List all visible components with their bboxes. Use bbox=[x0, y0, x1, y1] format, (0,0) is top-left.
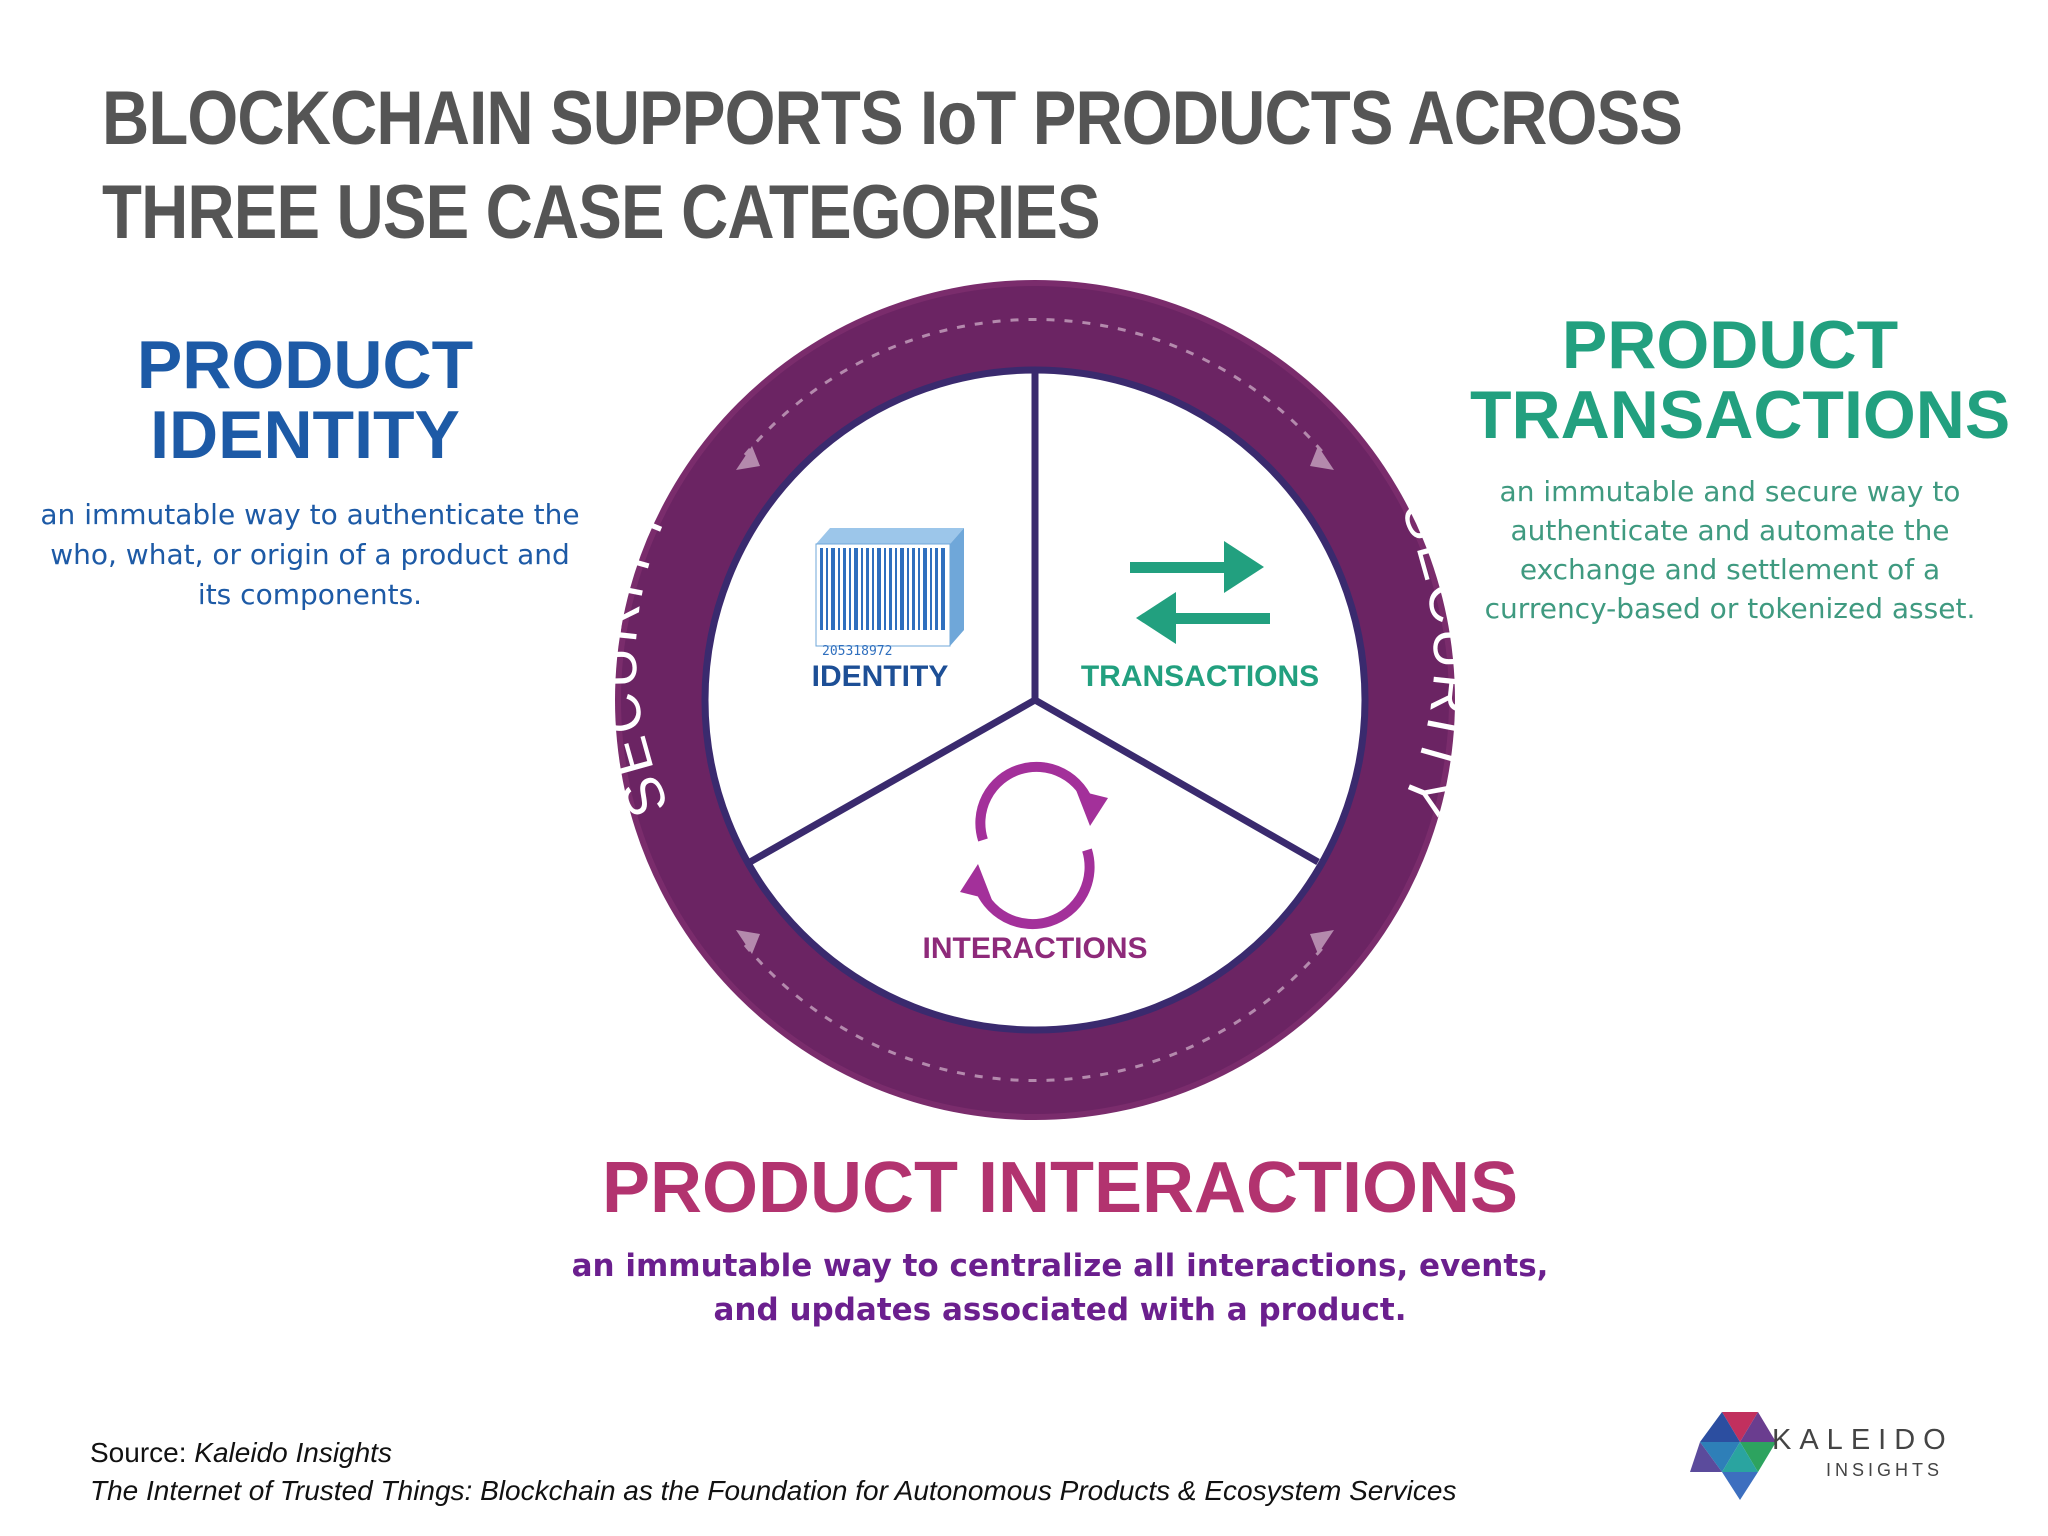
page-title: BLOCKCHAIN SUPPORTS IoT PRODUCTS ACROSS … bbox=[102, 76, 1683, 255]
source-report-title: The Internet of Trusted Things: Blockcha… bbox=[90, 1475, 1457, 1506]
cycle-arrows-icon bbox=[960, 761, 1108, 930]
segment-label-transactions: TRANSACTIONS bbox=[1081, 660, 1319, 693]
product-interactions-heading: PRODUCT INTERACTIONS bbox=[602, 1148, 1518, 1228]
product-identity-heading-line1: PRODUCT bbox=[136, 327, 474, 403]
ring-arrow-top-right bbox=[1310, 446, 1334, 470]
source-publisher: Kaleido Insights bbox=[194, 1437, 392, 1468]
product-identity-heading-line2: IDENTITY bbox=[150, 397, 460, 473]
kaleido-logo-mark bbox=[1690, 1412, 1776, 1500]
product-transactions-heading-line2: TRANSACTIONS bbox=[1470, 377, 2011, 453]
source-citation: Source: Kaleido Insights The Internet of… bbox=[90, 1434, 1690, 1510]
product-identity-description: an immutable way to authenticate the who… bbox=[40, 498, 580, 611]
segment-label-interactions: INTERACTIONS bbox=[923, 932, 1148, 965]
ring-dashed-arc-top bbox=[743, 318, 1327, 456]
product-transactions-heading-line1: PRODUCT bbox=[1561, 307, 1899, 383]
segment-label-identity: IDENTITY bbox=[812, 660, 949, 693]
divider-lower-right bbox=[1033, 696, 1320, 866]
barcode-number: 205318972 bbox=[822, 644, 892, 659]
product-interactions-description: an immutable way to centralize all inter… bbox=[571, 1248, 1549, 1328]
ring-arrow-top-left bbox=[736, 446, 760, 470]
ring-dashed-arc-bottom bbox=[743, 944, 1327, 1082]
exchange-arrows-icon bbox=[1130, 541, 1270, 644]
product-identity-heading: PRODUCT IDENTITY bbox=[120, 330, 490, 470]
source-line: Source: Kaleido Insights bbox=[90, 1434, 1690, 1472]
ring-arrow-bottom-left bbox=[736, 930, 760, 954]
kaleido-logo-subtitle: INSIGHTS bbox=[1826, 1460, 1944, 1480]
barcode-icon: 205318972 bbox=[815, 528, 964, 659]
ring-arrow-bottom-right bbox=[1310, 930, 1334, 954]
kaleido-logo-name: KALEIDO bbox=[1772, 1424, 1954, 1456]
product-transactions-description: an immutable and secure way to authentic… bbox=[1484, 475, 1976, 625]
source-prefix: Source: bbox=[90, 1437, 195, 1468]
divider-lower-left bbox=[748, 696, 1037, 866]
product-transactions-heading: PRODUCT TRANSACTIONS bbox=[1470, 307, 2011, 453]
